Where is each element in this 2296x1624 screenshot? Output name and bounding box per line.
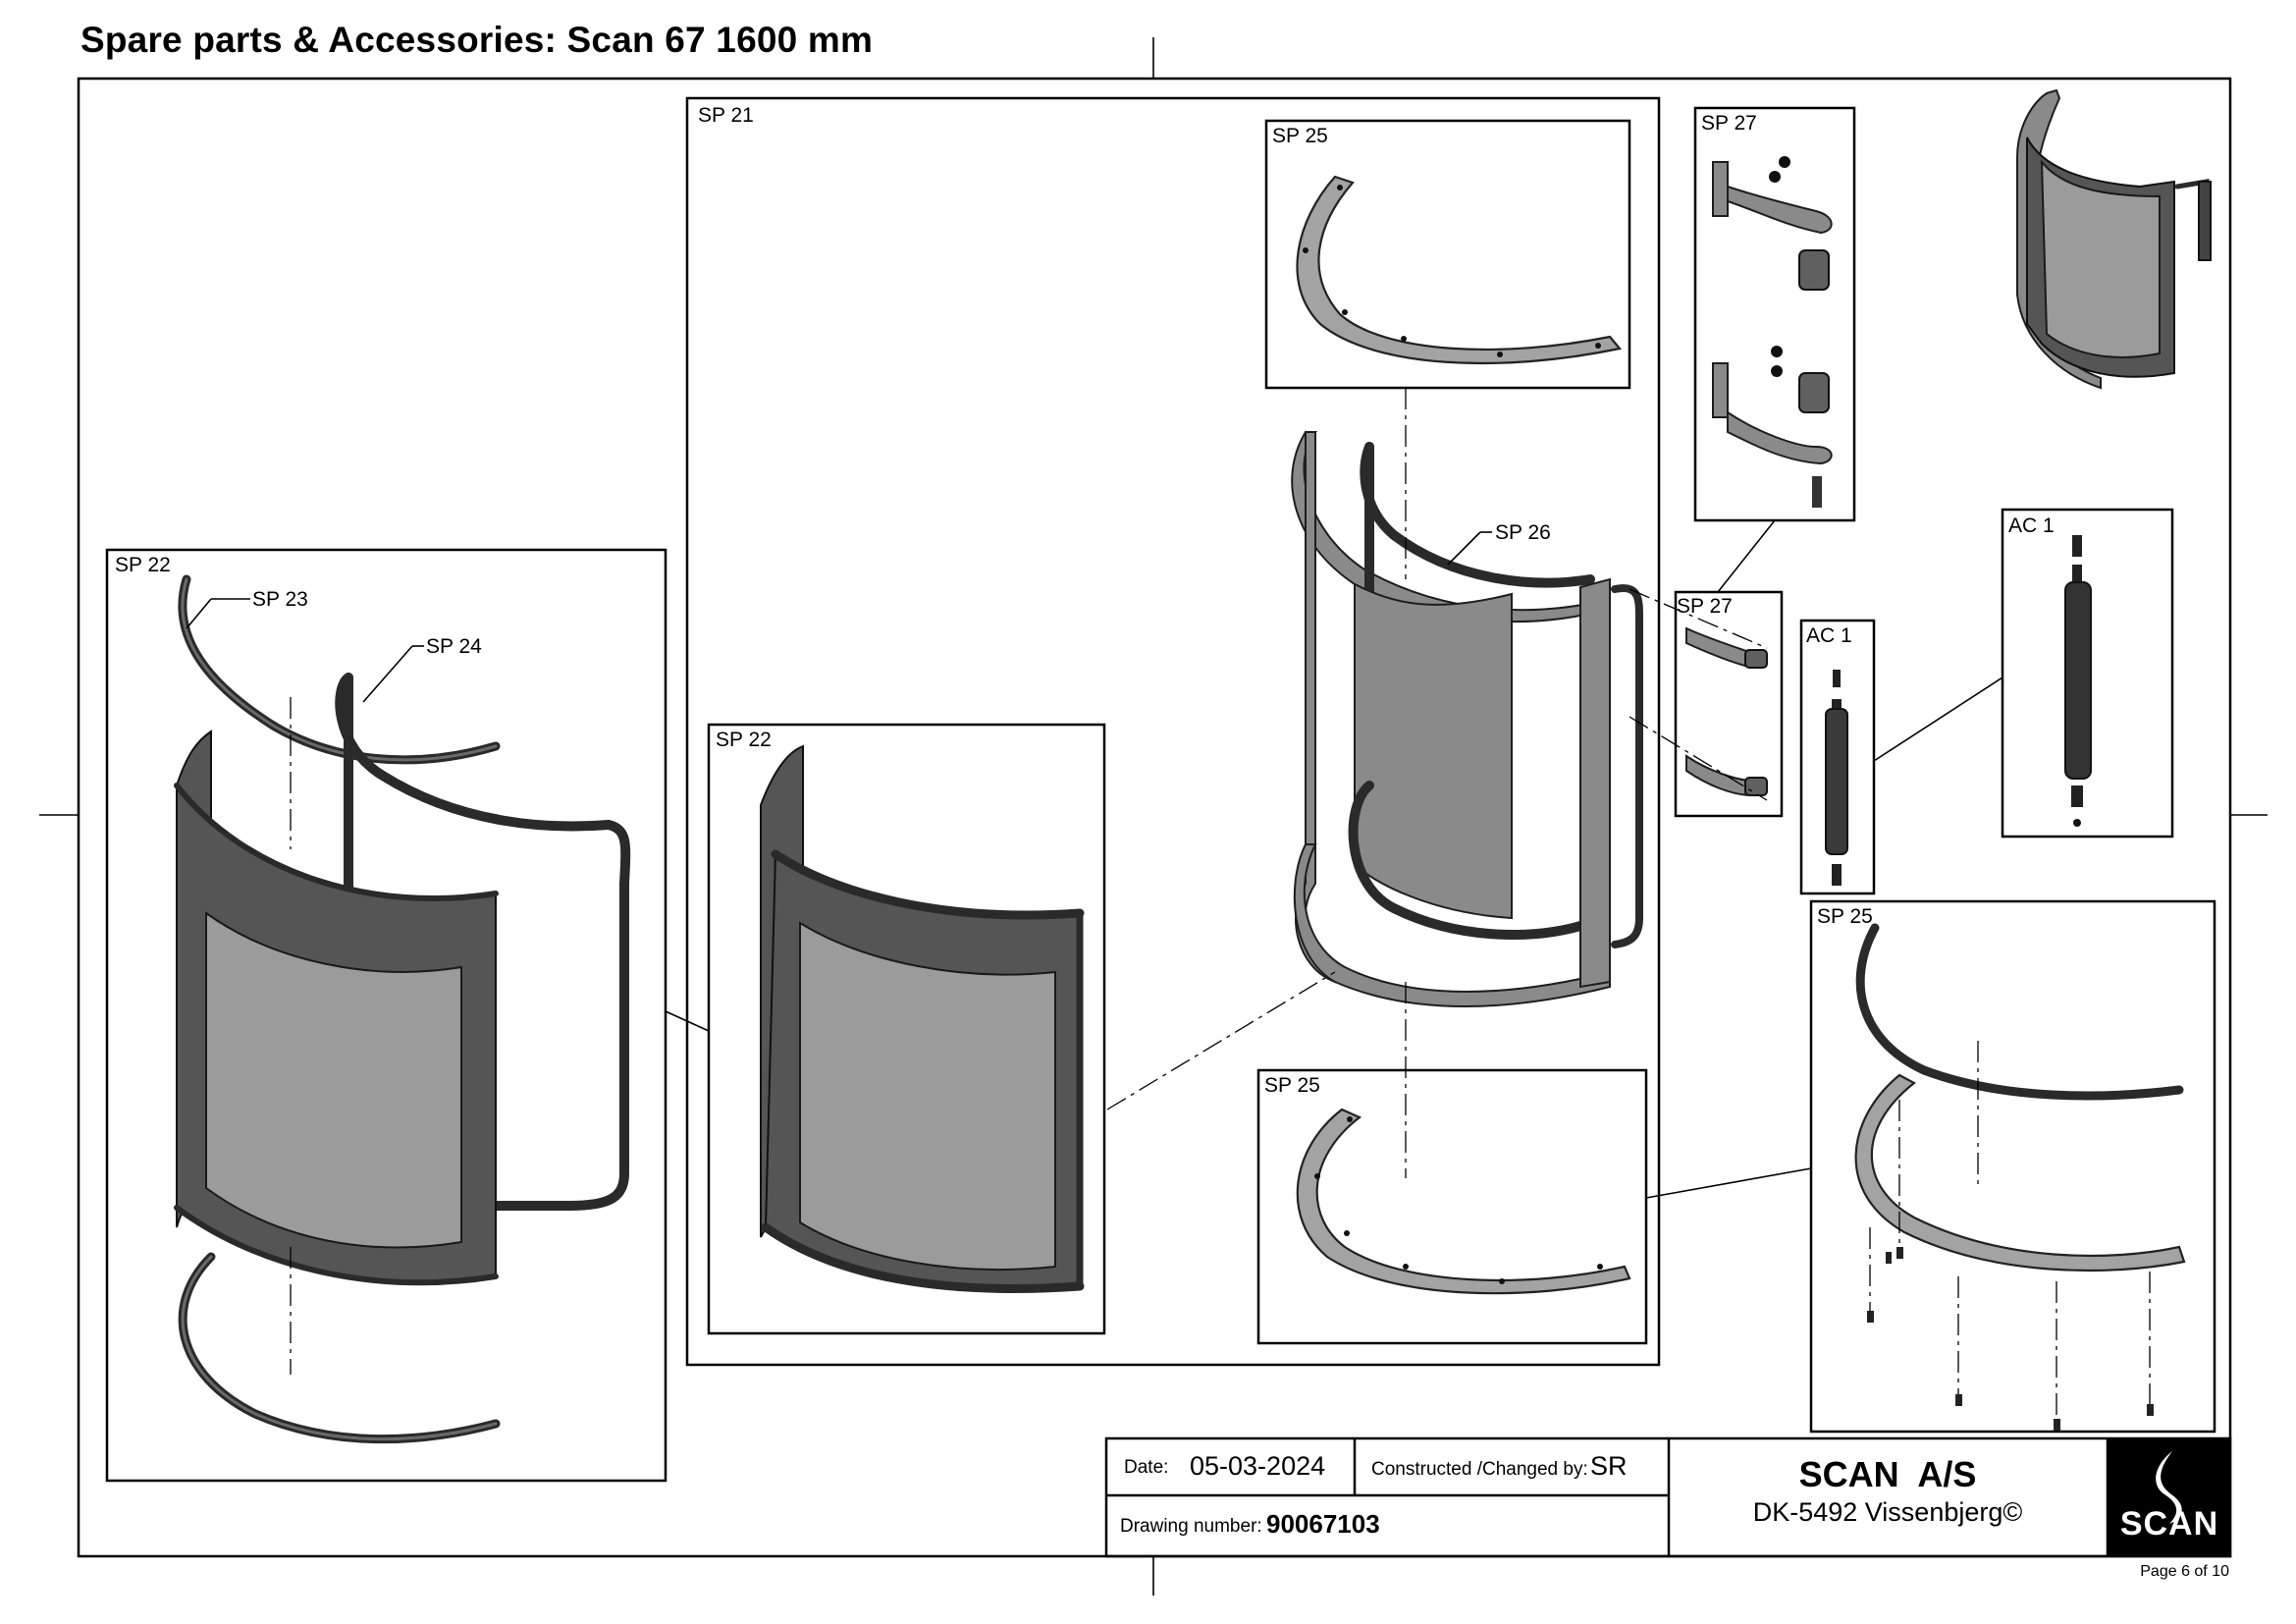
sp25-exploded-view: SP 25	[1809, 899, 2216, 1434]
label-sp22-inner: SP 22	[716, 729, 772, 751]
scan-flame-logo-icon	[2156, 1451, 2182, 1524]
label-sp27-top: SP 27	[1701, 112, 1757, 135]
constructed-value: SR	[1590, 1451, 1628, 1481]
ac1-large-view: AC 1	[2001, 508, 2174, 839]
page-number: Page 6 of 10	[2140, 1563, 2229, 1580]
drawing-frame	[77, 77, 2232, 1558]
label-ac1-large: AC 1	[2008, 514, 2055, 537]
page-title: Spare parts & Accessories: Scan 67 1600 …	[80, 20, 874, 60]
label-sp25-top: SP 25	[1272, 125, 1328, 147]
title-block: Date: 05-03-2024 Constructed /Changed by…	[1104, 1436, 2232, 1558]
label-ac1-small: AC 1	[1806, 624, 1852, 647]
assembled-door-view	[2016, 88, 2212, 390]
label-sp25-right: SP 25	[1817, 905, 1873, 928]
sp21-assembly-view: SP 21 SP 22 SP 25 S	[685, 96, 1661, 1367]
label-sp27-small: SP 27	[1677, 595, 1733, 618]
label-sp22-left: SP 22	[115, 554, 171, 576]
logo-text: SCAN	[2120, 1505, 2218, 1543]
sp27-small-view: SP 27	[1629, 588, 1784, 818]
label-sp21: SP 21	[698, 104, 754, 127]
constructed-label: Constructed /Changed by:	[1371, 1459, 1588, 1480]
label-sp24: SP 24	[426, 635, 482, 658]
label-sp25-mid: SP 25	[1264, 1074, 1320, 1097]
sp22-exploded-view: SP 22 SP 23 SP 24	[105, 548, 667, 1483]
company-address: DK-5492 Vissenbjerg©	[1753, 1497, 2023, 1527]
sp27-hinge-view: SP 27	[1693, 106, 1856, 522]
drawing-number-label: Drawing number:	[1120, 1516, 1262, 1537]
ac1-small-view: AC 1	[1799, 619, 1876, 895]
label-sp26: SP 26	[1495, 521, 1551, 544]
drawing-number-value: 90067103	[1266, 1509, 1380, 1539]
date-value: 05-03-2024	[1190, 1451, 1325, 1481]
date-label: Date:	[1124, 1457, 1168, 1478]
label-sp23: SP 23	[252, 588, 308, 611]
company-name: SCAN A/S	[1799, 1454, 1977, 1494]
